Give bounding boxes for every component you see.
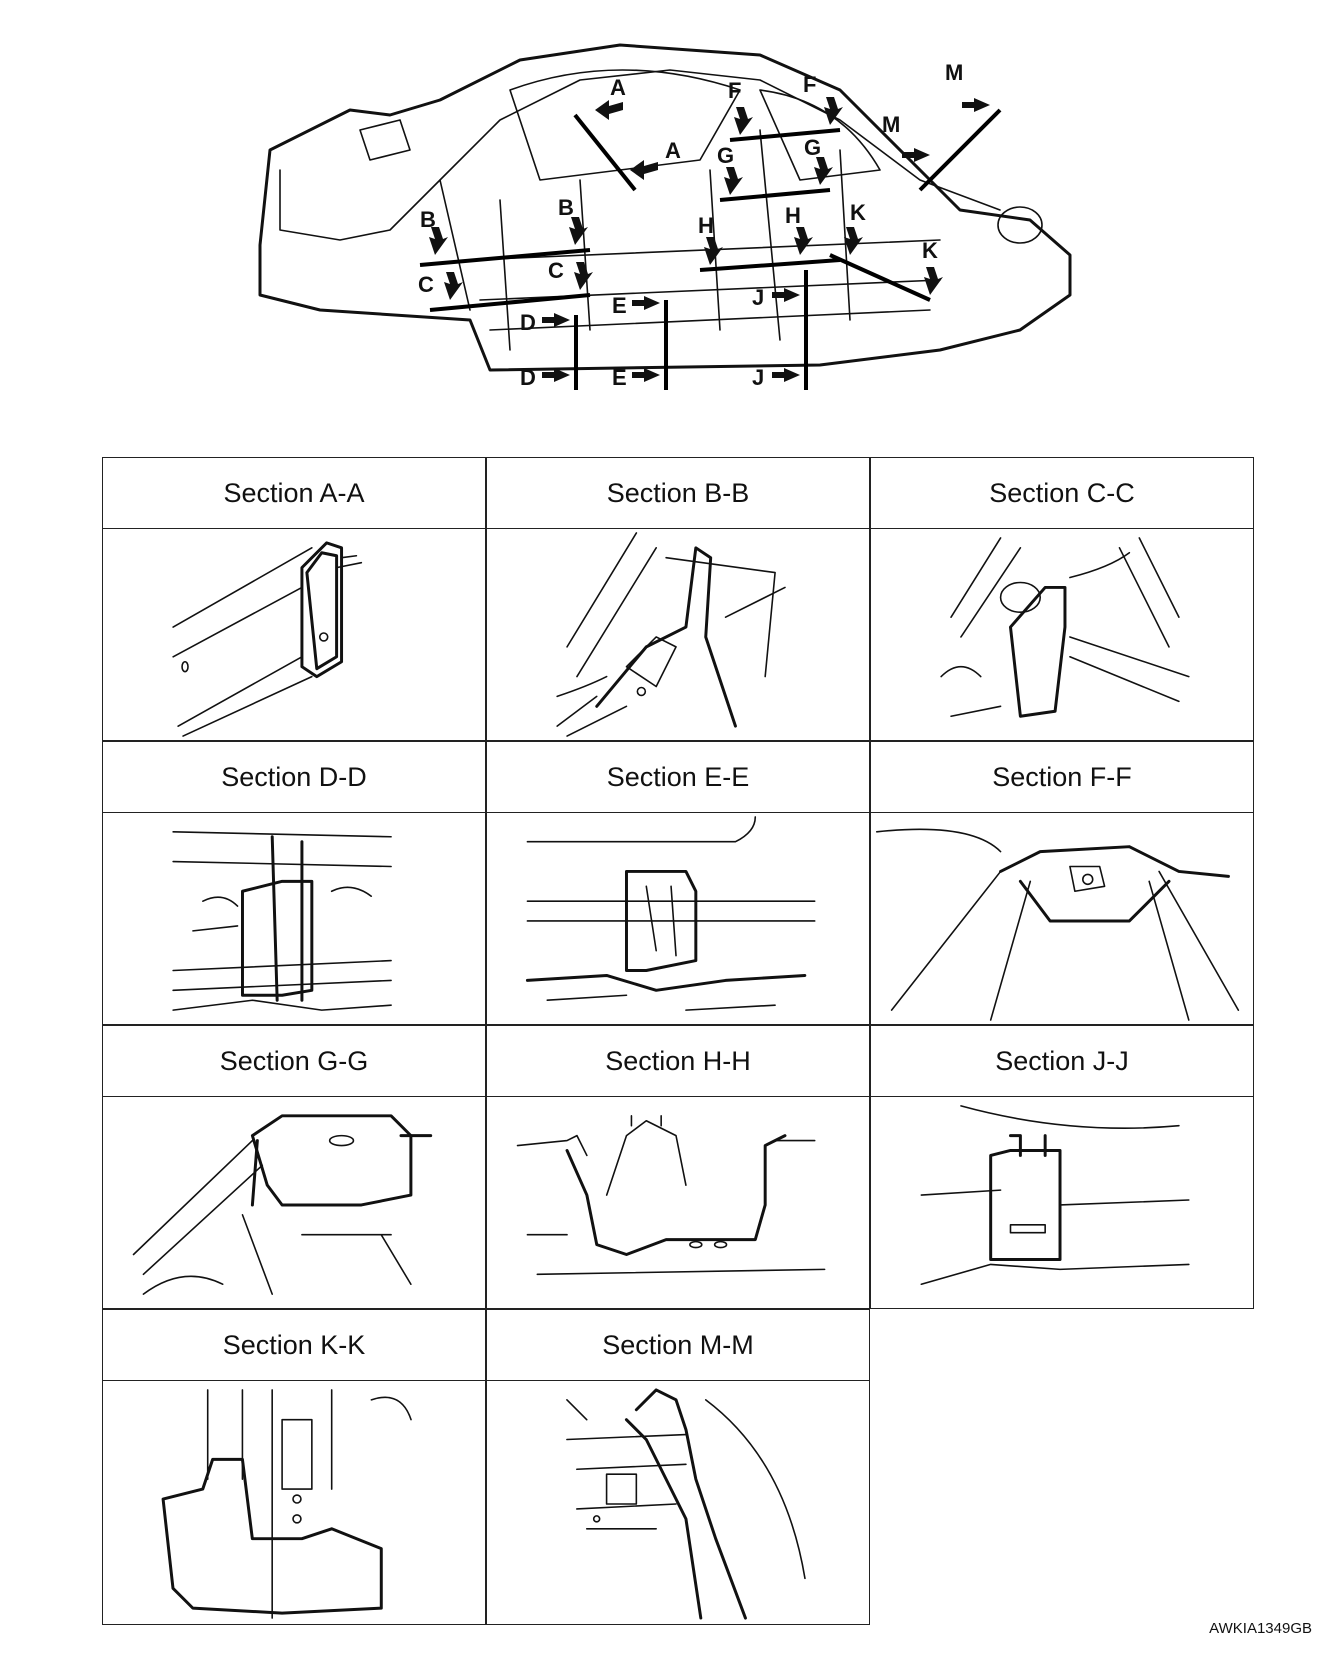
cut-line-m	[918, 108, 1002, 192]
callout-g-2: G	[804, 135, 821, 160]
callout-h-2: H	[785, 203, 801, 228]
callout-c-2: C	[548, 258, 564, 283]
callout-h-1: H	[698, 213, 714, 238]
callout-b-1: B	[420, 207, 436, 232]
cut-line-c	[429, 293, 591, 312]
callout-j-2: J	[752, 365, 764, 390]
cut-line-h	[699, 258, 841, 272]
section-title: Section A-A	[103, 458, 485, 529]
section-title: Section C-C	[871, 458, 1253, 529]
callout-f-1: F	[728, 78, 741, 103]
section-cell-b-b: Section B-B	[486, 457, 870, 741]
section-title: Section F-F	[871, 742, 1253, 813]
section-cell-g-g: Section G-G	[102, 1025, 486, 1309]
section-drawing	[487, 528, 869, 740]
section-title: Section D-D	[103, 742, 485, 813]
section-cell-k-k: Section K-K	[102, 1309, 486, 1625]
callout-d-1: D	[520, 310, 536, 335]
cut-line-a	[573, 113, 637, 192]
section-title: Section B-B	[487, 458, 869, 529]
callout-j-1: J	[752, 285, 764, 310]
callout-g-1: G	[717, 143, 734, 168]
callout-e-2: E	[612, 365, 627, 390]
callout-a-2: A	[665, 138, 681, 163]
callout-c-1: C	[418, 272, 434, 297]
section-title: Section E-E	[487, 742, 869, 813]
section-cell-j-j: Section J-J	[870, 1025, 1254, 1309]
callout-e-1: E	[612, 293, 627, 318]
section-cell-c-c: Section C-C	[870, 457, 1254, 741]
section-title: Section K-K	[103, 1310, 485, 1381]
vehicle-body-overview: A A B B C C D D E E F F G G H H J J K K …	[240, 30, 1140, 430]
callout-f-2: F	[803, 72, 816, 97]
section-drawing	[103, 812, 485, 1024]
callout-d-2: D	[520, 365, 536, 390]
section-drawing	[871, 1096, 1253, 1308]
section-drawing	[103, 528, 485, 740]
vehicle-body-drawing: A A B B C C D D E E F F G G H H J J K K …	[258, 43, 1072, 390]
callout-k-2: K	[922, 238, 938, 263]
section-title: Section H-H	[487, 1026, 869, 1097]
section-cell-m-m: Section M-M	[486, 1309, 870, 1625]
section-drawing	[103, 1096, 485, 1308]
body-outline	[258, 43, 1072, 372]
sections-grid: Section A-A Section B-B Section	[102, 457, 1254, 1625]
section-drawing	[871, 528, 1253, 740]
section-cell-f-f: Section F-F	[870, 741, 1254, 1025]
section-cell-e-e: Section E-E	[486, 741, 870, 1025]
callout-b-2: B	[558, 195, 574, 220]
callout-a-1: A	[610, 75, 626, 100]
section-drawing	[103, 1380, 485, 1624]
callout-m-1: M	[945, 60, 963, 85]
section-title: Section M-M	[487, 1310, 869, 1381]
section-drawing	[487, 812, 869, 1024]
cut-line-k	[829, 253, 931, 302]
cut-line-b	[419, 248, 591, 267]
cut-line-f	[729, 128, 841, 142]
callout-m-2: M	[882, 112, 900, 137]
section-cell-d-d: Section D-D	[102, 741, 486, 1025]
section-title: Section J-J	[871, 1026, 1253, 1097]
section-drawing	[487, 1096, 869, 1308]
section-cell-a-a: Section A-A	[102, 457, 486, 741]
callout-k-1: K	[850, 200, 866, 225]
section-cell-h-h: Section H-H	[486, 1025, 870, 1309]
cut-line-g	[719, 188, 831, 202]
section-title: Section G-G	[103, 1026, 485, 1097]
section-drawing	[871, 812, 1253, 1024]
section-drawing	[487, 1380, 869, 1624]
figure-code: AWKIA1349GB	[1209, 1620, 1312, 1637]
